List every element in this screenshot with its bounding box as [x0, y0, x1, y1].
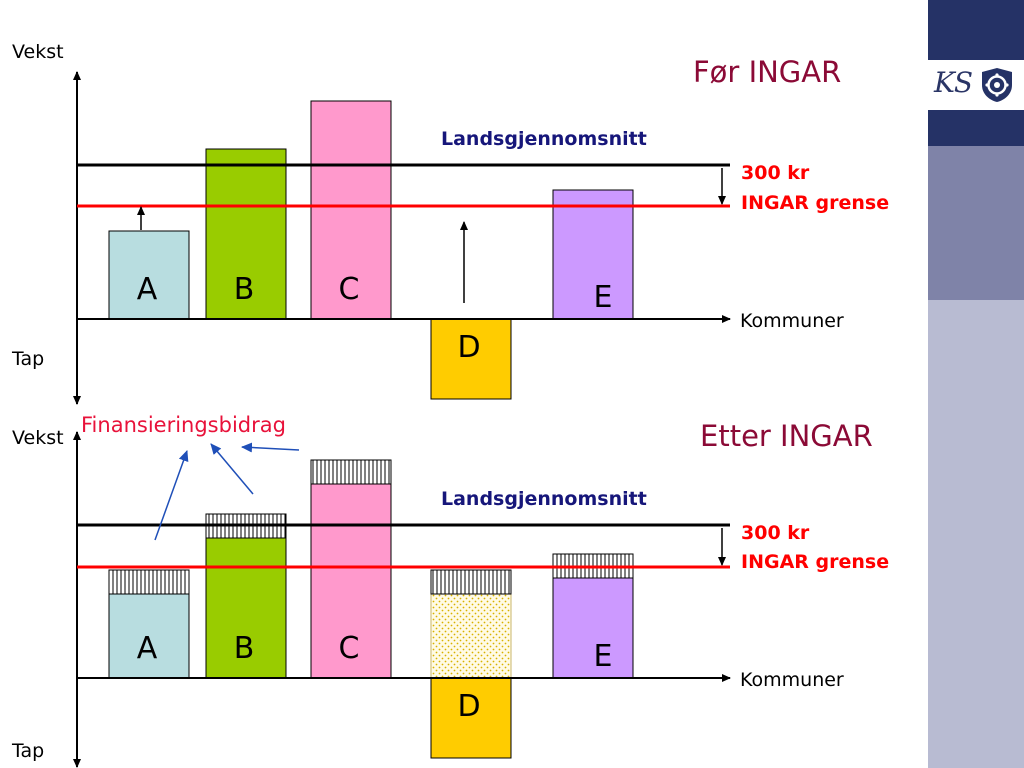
- after-gap-label: 300 kr: [741, 522, 810, 544]
- bar-label-d: D: [457, 330, 480, 365]
- after-heading: Etter INGAR: [700, 419, 873, 453]
- financing-annotation: Finansieringsbidrag: [81, 413, 286, 437]
- bar-b: [205, 148, 287, 320]
- bar-label-e: E: [594, 639, 613, 674]
- before-x-axis-label: Kommuner: [740, 310, 844, 332]
- after-threshold-label: INGAR grense: [741, 551, 889, 573]
- bar-c: [310, 100, 392, 320]
- bar-d: [430, 318, 512, 400]
- bar-d: [430, 677, 512, 759]
- sidebar-decoration: KS: [928, 0, 1024, 768]
- bar-label-c: C: [339, 272, 360, 307]
- after-y-axis-bottom-label: Tap: [11, 740, 44, 762]
- bar-label-b: B: [234, 272, 255, 307]
- before-gap-label: 300 kr: [741, 162, 810, 184]
- annotation-arrow-3: [241, 442, 300, 453]
- after-panel: Vekst Tap A B C D E Kommuner Etter INGAR Lan…: [11, 413, 889, 768]
- annotation-arrow-2: [210, 443, 254, 495]
- after-y-axis-top-label: Vekst: [12, 427, 64, 449]
- bar-a-contribution-cap: [108, 569, 190, 595]
- sidebar-band-light: [928, 300, 1024, 768]
- before-y-axis-bottom-label: Tap: [11, 348, 44, 370]
- bar-b: [205, 537, 287, 679]
- after-average-label: Landsgjennomsnitt: [441, 488, 647, 510]
- bar-label-a: A: [137, 631, 158, 666]
- before-y-axis-top-label: Vekst: [12, 41, 64, 63]
- bar-label-c: C: [339, 631, 360, 666]
- bar-a: [108, 593, 190, 679]
- bar-c-contribution-cap: [310, 459, 392, 485]
- after-bars: A B C D E: [108, 459, 634, 759]
- bar-c: [310, 483, 392, 679]
- sidebar-band-top: [928, 0, 1024, 60]
- bar-d-raised-area: [430, 593, 512, 679]
- before-average-label: Landsgjennomsnitt: [441, 128, 647, 150]
- annotation-arrow-1: [154, 450, 189, 541]
- before-panel: Vekst Tap A B C D E Kommuner Før INGAR Lands…: [11, 41, 889, 405]
- before-heading: Før INGAR: [693, 55, 841, 89]
- sidebar-band-mid: [928, 146, 1024, 300]
- ks-emblem-icon: [982, 68, 1012, 102]
- bar-a: [108, 230, 190, 320]
- after-x-axis-label: Kommuner: [740, 669, 844, 691]
- bar-label-d: D: [457, 689, 480, 724]
- bar-d-contribution-cap: [430, 569, 512, 595]
- sidebar-band-dark: [928, 110, 1024, 146]
- bar-label-b: B: [234, 631, 255, 666]
- bar-label-a: A: [137, 272, 158, 307]
- bar-label-e: E: [594, 280, 613, 315]
- logo-text: KS: [934, 66, 973, 99]
- before-threshold-label: INGAR grense: [741, 192, 889, 214]
- ingar-diagram: Vekst Tap A B C D E Kommuner Før INGAR Lands…: [11, 41, 889, 768]
- bar-e: [552, 577, 634, 679]
- ks-logo: KS: [928, 60, 1024, 110]
- before-bars: A B C D E: [108, 100, 634, 400]
